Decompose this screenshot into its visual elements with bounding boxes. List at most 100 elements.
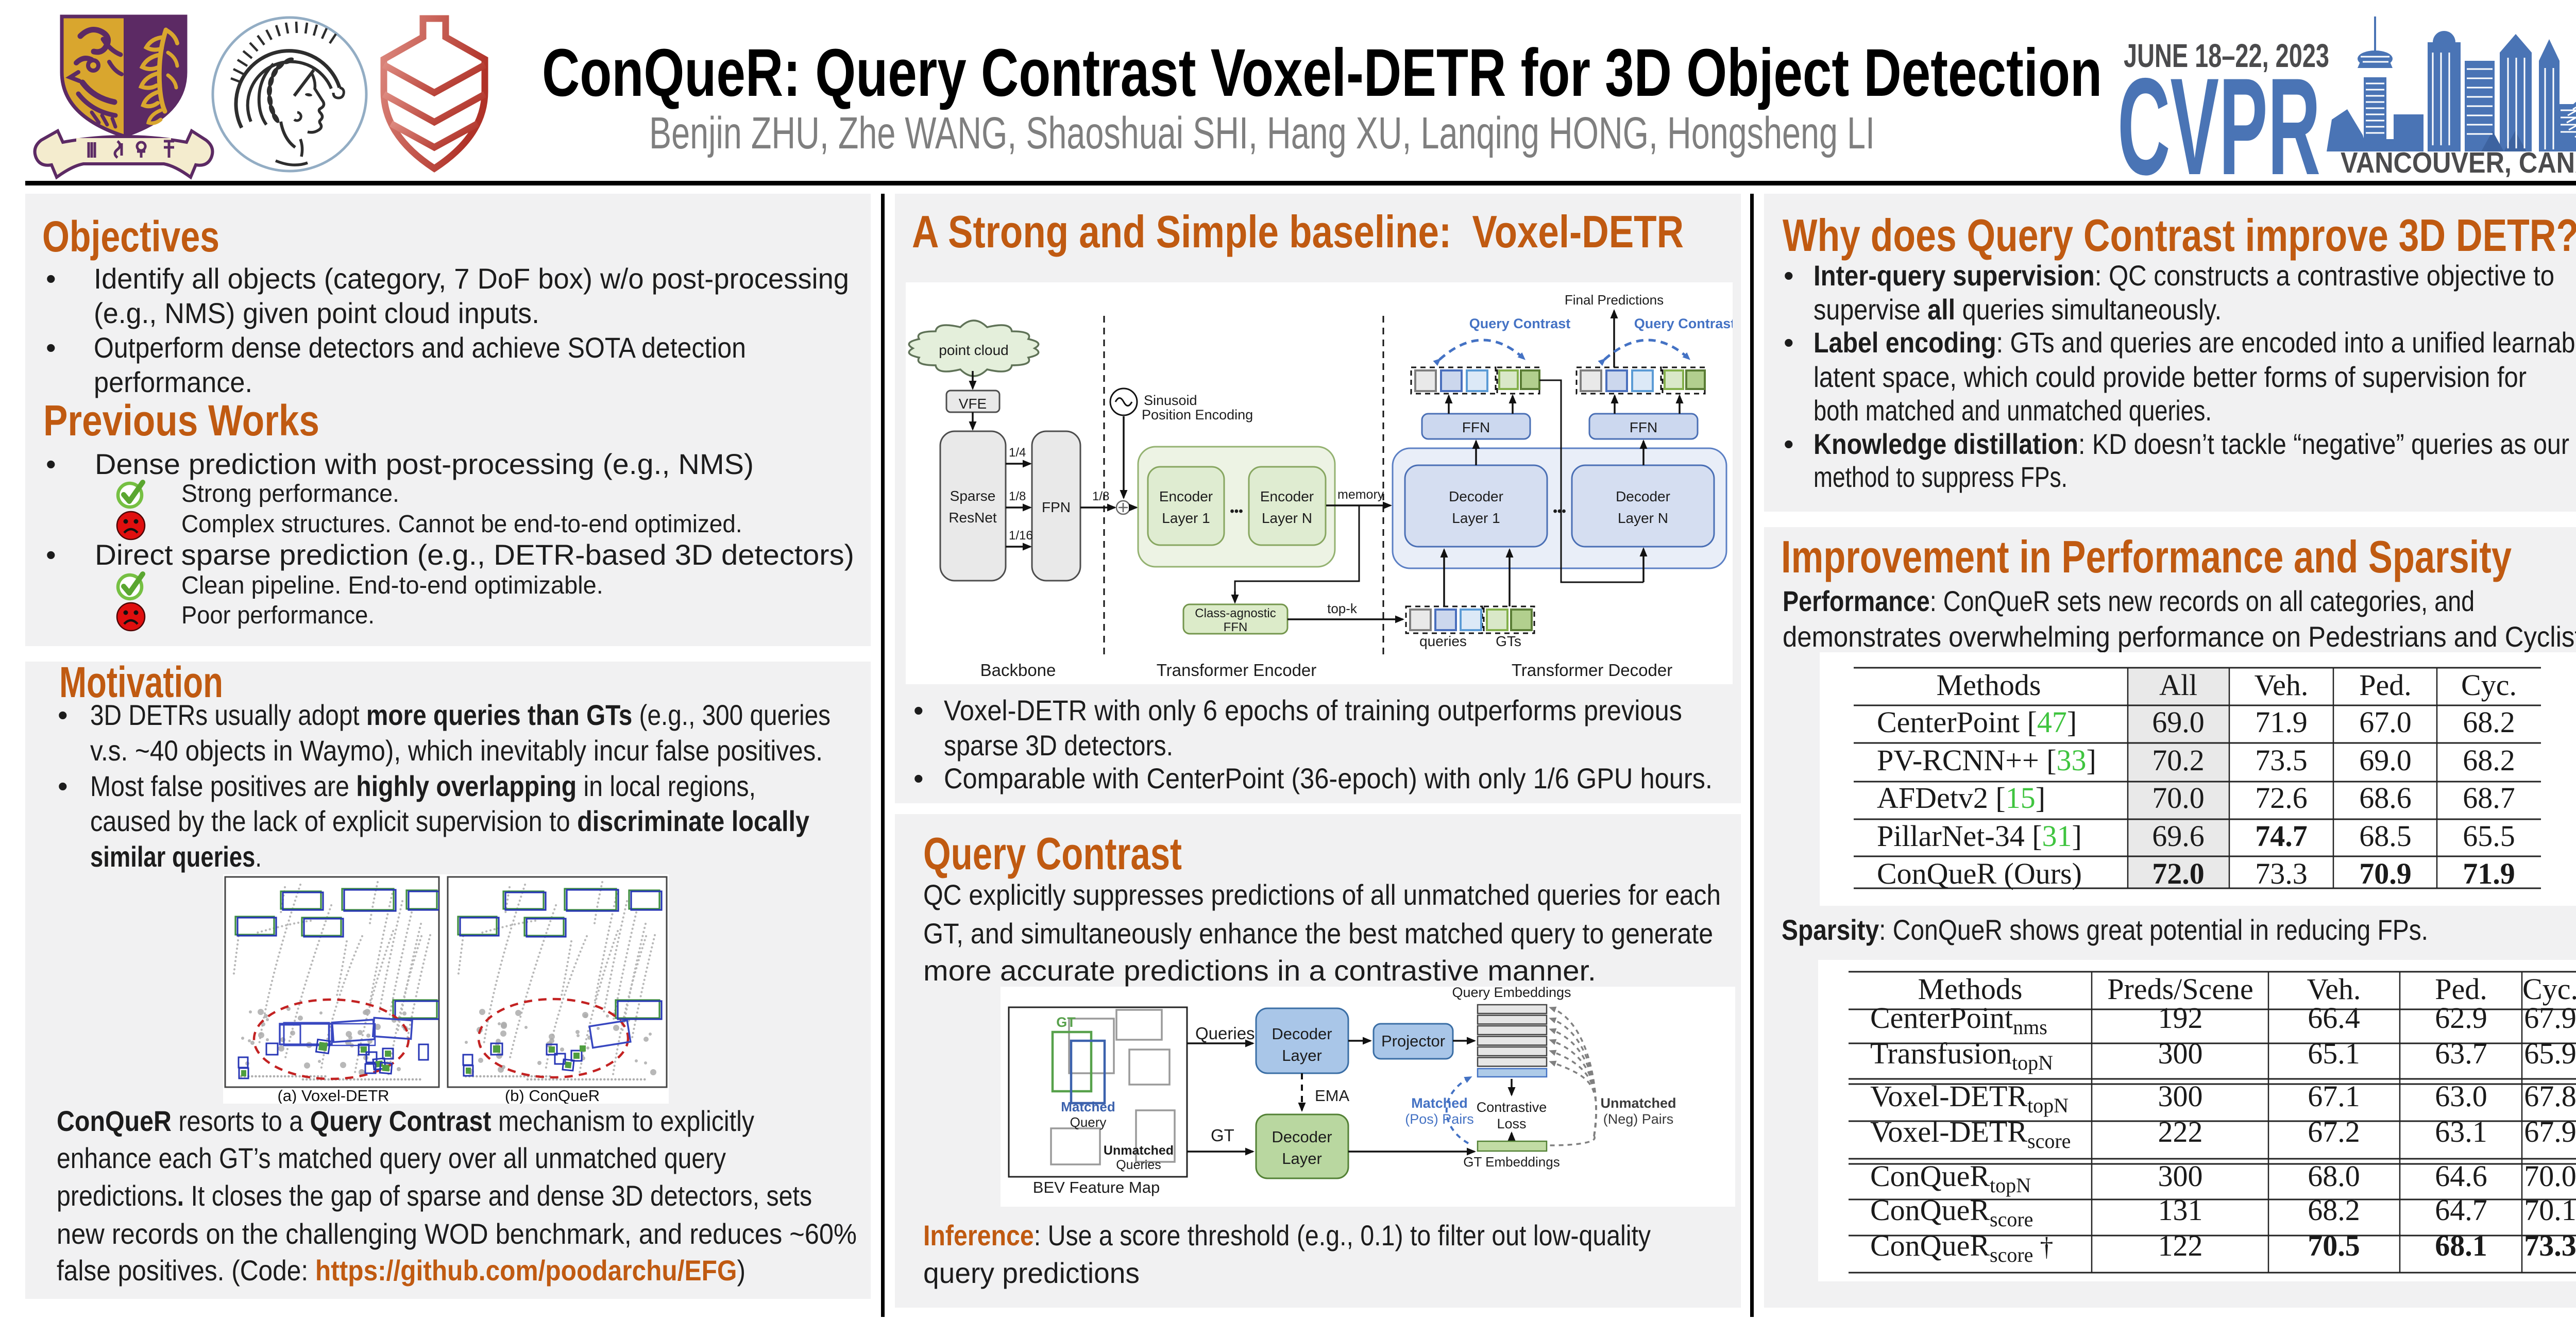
svg-text:FFN: FFN <box>1630 419 1657 435</box>
svg-text:Decoder: Decoder <box>1449 488 1503 504</box>
svg-text:1/4: 1/4 <box>1009 446 1026 460</box>
svg-text:ConQueRscore: ConQueRscore <box>1870 1193 2033 1231</box>
svg-text:FFN: FFN <box>1462 419 1490 435</box>
svg-text:67.8: 67.8 <box>2524 1079 2576 1113</box>
svg-text:64.6: 64.6 <box>2435 1159 2487 1193</box>
svg-text:Sinusoid: Sinusoid <box>1144 393 1197 408</box>
svg-text:BEV Feature Map: BEV Feature Map <box>1033 1178 1160 1196</box>
svg-text:Projector: Projector <box>1381 1032 1445 1050</box>
svg-text:300: 300 <box>2158 1037 2203 1070</box>
svg-text:Queries: Queries <box>1116 1158 1161 1172</box>
svg-text:Query Contrast: Query Contrast <box>1469 316 1571 331</box>
svg-text:68.7: 68.7 <box>2463 781 2515 815</box>
svg-text:Layer: Layer <box>1282 1046 1322 1064</box>
svg-text:Veh.: Veh. <box>2255 668 2309 702</box>
svg-text:Ped.: Ped. <box>2435 972 2487 1006</box>
svg-text:Layer N: Layer N <box>1618 510 1668 526</box>
svg-text:222: 222 <box>2158 1115 2203 1148</box>
svg-text:62.9: 62.9 <box>2435 1001 2487 1035</box>
svg-text:Encoder: Encoder <box>1159 488 1213 504</box>
svg-text:66.4: 66.4 <box>2308 1001 2360 1035</box>
svg-text:72.0: 72.0 <box>2152 857 2205 890</box>
svg-text:ConQueRscore †: ConQueRscore † <box>1870 1229 2053 1266</box>
svg-text:Cyc.: Cyc. <box>2522 972 2576 1006</box>
svg-text:Layer: Layer <box>1282 1149 1322 1168</box>
svg-text:AFDetv2 [15]: AFDetv2 [15] <box>1877 781 2045 815</box>
svg-text:68.0: 68.0 <box>2308 1159 2360 1193</box>
svg-text:GT: GT <box>1056 1014 1076 1030</box>
svg-text:300: 300 <box>2158 1079 2203 1113</box>
svg-text:Contrastive: Contrastive <box>1477 1100 1547 1115</box>
svg-text:68.2: 68.2 <box>2308 1193 2360 1227</box>
svg-text:Decoder: Decoder <box>1616 488 1670 504</box>
svg-text:Decoder: Decoder <box>1272 1128 1332 1146</box>
svg-text:70.1: 70.1 <box>2524 1193 2576 1227</box>
svg-text:69.0: 69.0 <box>2359 743 2412 777</box>
svg-text:GT Embeddings: GT Embeddings <box>1463 1154 1560 1170</box>
svg-text:73.3: 73.3 <box>2255 857 2308 890</box>
svg-text:FFN: FFN <box>1224 620 1248 634</box>
svg-text:122: 122 <box>2158 1229 2203 1262</box>
svg-text:1/8: 1/8 <box>1009 489 1026 503</box>
svg-text:70.2: 70.2 <box>2152 743 2205 777</box>
svg-text:70.0: 70.0 <box>2152 781 2205 815</box>
svg-text:Ped.: Ped. <box>2359 668 2412 702</box>
svg-text:Veh.: Veh. <box>2307 972 2361 1006</box>
svg-text:69.0: 69.0 <box>2152 705 2205 739</box>
svg-text:EMA: EMA <box>1315 1087 1350 1105</box>
svg-text:Loss: Loss <box>1497 1116 1526 1131</box>
svg-text:63.7: 63.7 <box>2435 1037 2487 1070</box>
svg-text:Voxel-DETRtopN: Voxel-DETRtopN <box>1870 1079 2069 1117</box>
svg-text:top-k: top-k <box>1327 601 1358 616</box>
svg-text:72.6: 72.6 <box>2255 781 2308 815</box>
svg-text:TransfusiontopN: TransfusiontopN <box>1870 1037 2053 1074</box>
svg-text:GT: GT <box>1211 1126 1234 1145</box>
svg-text:Unmatched: Unmatched <box>1600 1095 1676 1111</box>
svg-text:69.6: 69.6 <box>2152 819 2205 853</box>
svg-text:65.5: 65.5 <box>2463 819 2515 853</box>
svg-text:FPN: FPN <box>1042 499 1071 515</box>
svg-text:VFE: VFE <box>959 396 987 412</box>
svg-text:63.1: 63.1 <box>2435 1115 2487 1148</box>
svg-text:Matched: Matched <box>1061 1099 1115 1114</box>
svg-text:67.0: 67.0 <box>2359 705 2412 739</box>
svg-text:1/8: 1/8 <box>1092 489 1109 503</box>
svg-text:67.9: 67.9 <box>2524 1115 2576 1148</box>
svg-text:192: 192 <box>2158 1001 2203 1035</box>
svg-text:Layer 1: Layer 1 <box>1452 510 1500 526</box>
svg-text:65.9: 65.9 <box>2524 1037 2576 1070</box>
svg-text:Class-agnostic: Class-agnostic <box>1195 606 1276 620</box>
svg-text:Layer N: Layer N <box>1262 510 1312 526</box>
svg-text:memory: memory <box>1337 487 1384 502</box>
svg-text:PillarNet-34 [31]: PillarNet-34 [31] <box>1877 819 2082 853</box>
svg-text:63.0: 63.0 <box>2435 1079 2487 1113</box>
svg-text:ConQueR (Ours): ConQueR (Ours) <box>1877 857 2082 890</box>
svg-text:CenterPointnms: CenterPointnms <box>1870 1001 2047 1039</box>
svg-text:•••: ••• <box>1553 504 1566 518</box>
svg-text:68.2: 68.2 <box>2463 743 2515 777</box>
svg-text:Query Contrast: Query Contrast <box>1634 316 1733 331</box>
svg-text:Transformer Encoder: Transformer Encoder <box>1157 661 1317 680</box>
svg-text:68.5: 68.5 <box>2359 819 2412 853</box>
svg-text:Unmatched: Unmatched <box>1104 1143 1174 1158</box>
svg-text:300: 300 <box>2158 1159 2203 1193</box>
svg-text:74.7: 74.7 <box>2255 819 2308 853</box>
svg-text:71.9: 71.9 <box>2463 857 2515 890</box>
svg-text:ResNet: ResNet <box>948 510 997 526</box>
svg-text:Preds/Scene: Preds/Scene <box>2107 972 2253 1006</box>
svg-text:71.9: 71.9 <box>2255 705 2308 739</box>
svg-text:CenterPoint [47]: CenterPoint [47] <box>1877 705 2077 739</box>
svg-text:(Pos) Pairs: (Pos) Pairs <box>1405 1111 1474 1127</box>
svg-text:(Neg) Pairs: (Neg) Pairs <box>1603 1111 1674 1127</box>
svg-text:68.6: 68.6 <box>2359 781 2412 815</box>
svg-text:Cyc.: Cyc. <box>2461 668 2517 702</box>
svg-text:(b) ConQueR: (b) ConQueR <box>505 1087 600 1104</box>
svg-text:73.5: 73.5 <box>2255 743 2308 777</box>
svg-text:68.1: 68.1 <box>2435 1229 2487 1262</box>
svg-text:Matched: Matched <box>1411 1095 1468 1111</box>
svg-text:Methods: Methods <box>1918 972 2023 1006</box>
svg-text:65.1: 65.1 <box>2308 1037 2360 1070</box>
svg-text:67.1: 67.1 <box>2308 1079 2360 1113</box>
svg-text:queries: queries <box>1419 633 1467 649</box>
svg-text:70.0: 70.0 <box>2524 1159 2576 1193</box>
